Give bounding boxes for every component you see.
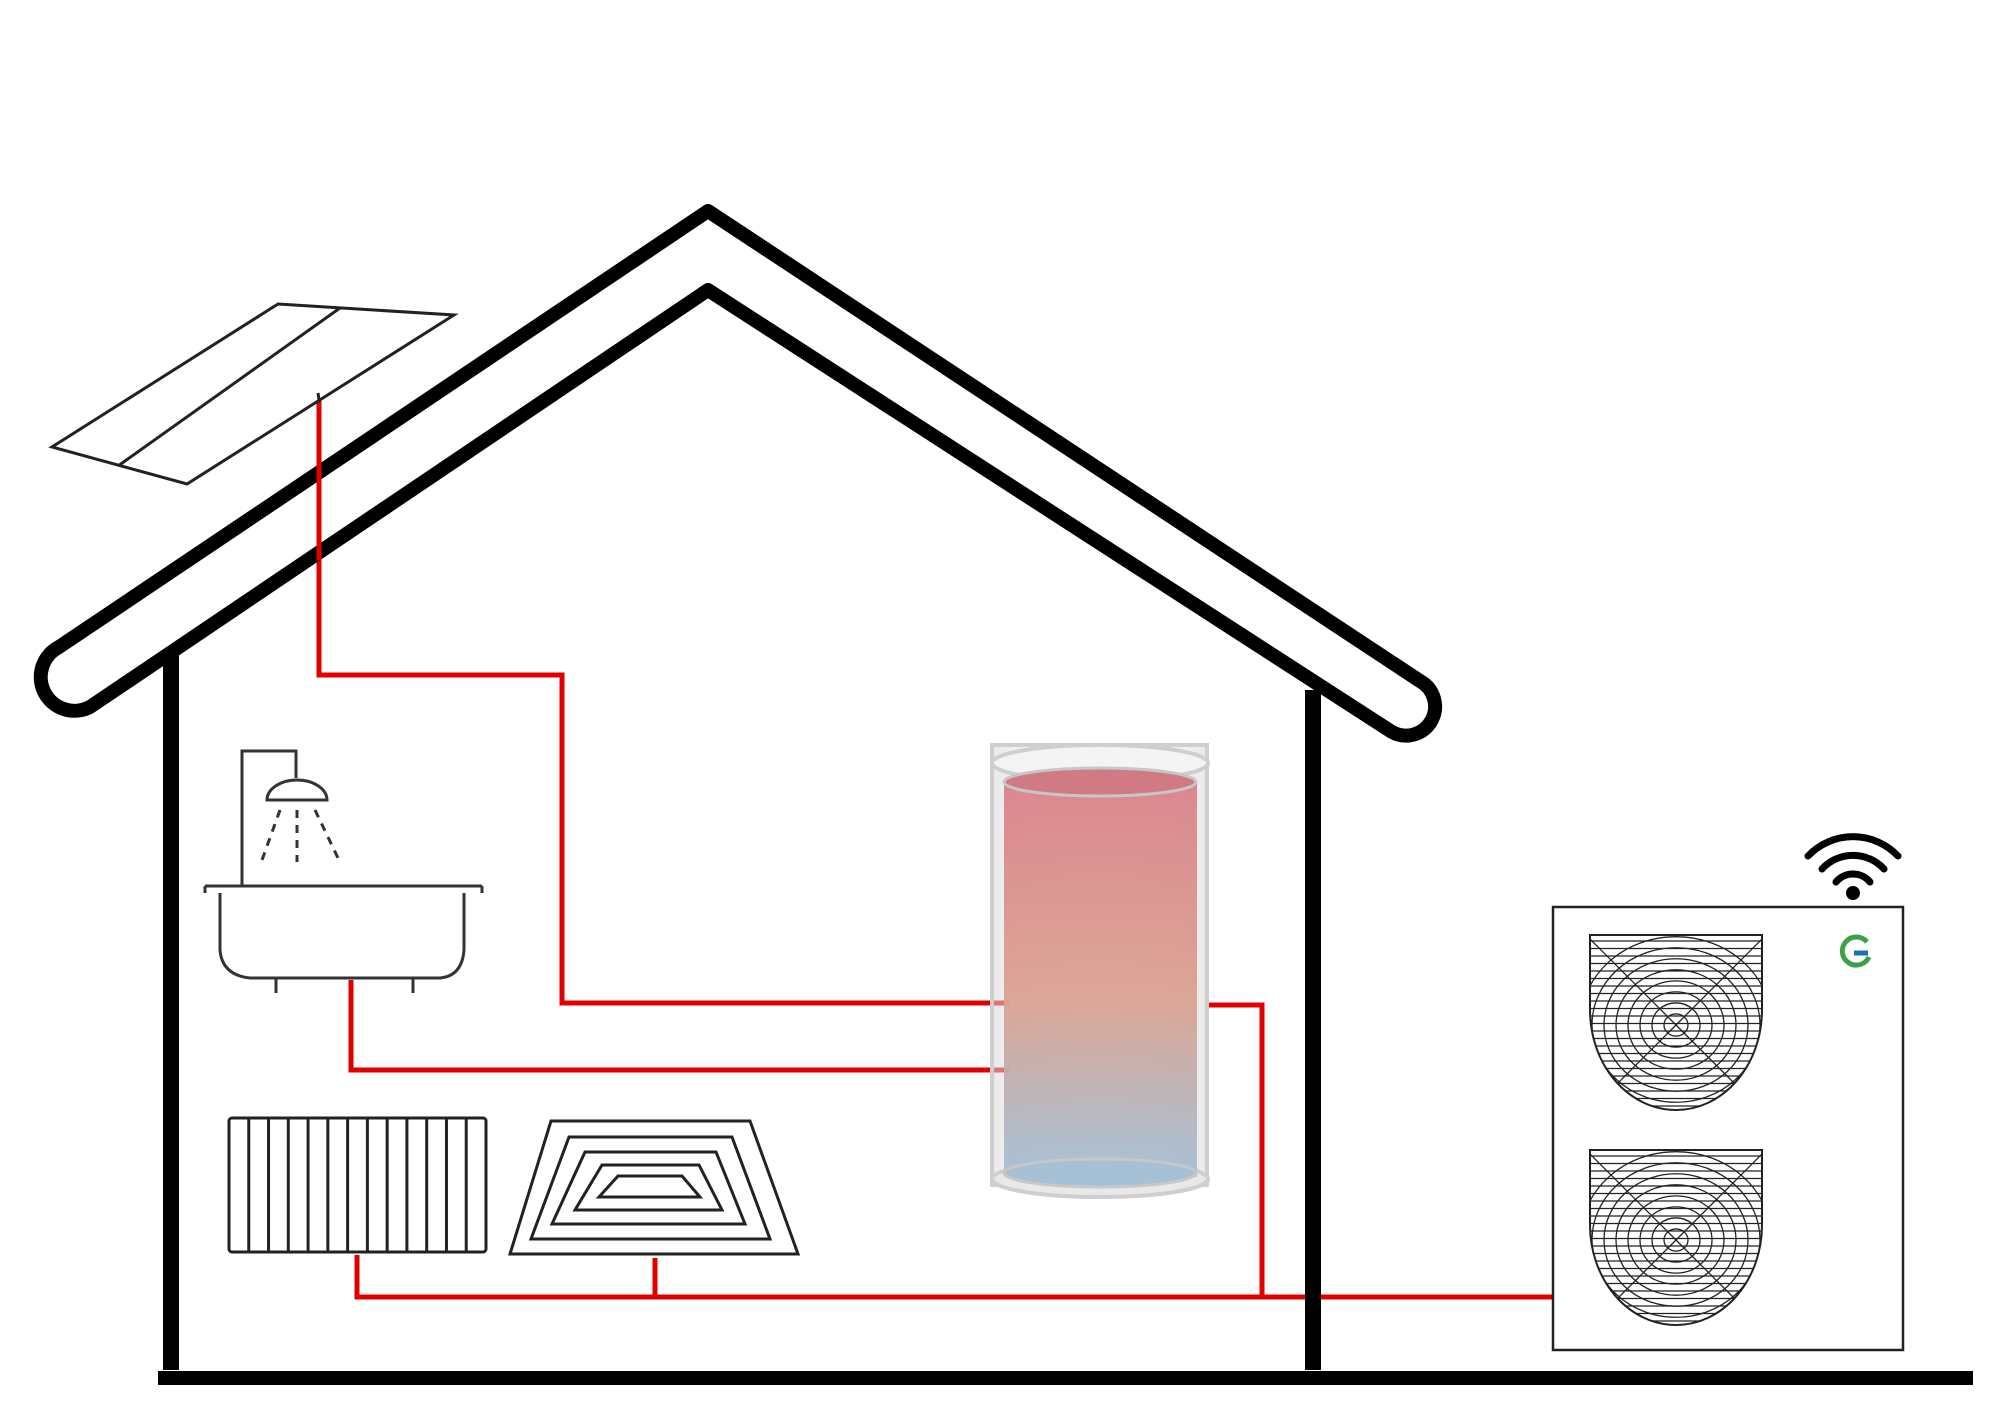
fan-ring — [1591, 947, 1761, 1103]
fan-ring — [1603, 1173, 1749, 1307]
pipe-network — [316, 400, 1553, 1300]
bathtub-shower-icon — [203, 749, 484, 993]
fan-top — [1589, 934, 1763, 1111]
fan-ring — [1663, 1013, 1689, 1037]
fan-spoke — [1675, 1024, 1762, 1110]
fan-guard-outline — [1589, 934, 1763, 1111]
fan-ring — [1615, 969, 1737, 1081]
fan-spoke — [1675, 935, 1762, 1026]
water-tank-icon — [990, 743, 1210, 1199]
fan-ring — [1639, 1206, 1713, 1274]
fan-ring — [1590, 1151, 1762, 1325]
outdoor-heat-pump-icon — [1551, 905, 1905, 1352]
fan-ring — [1651, 1217, 1701, 1263]
bath-return-pipe — [348, 980, 1010, 1073]
solar-supply-pipe — [316, 400, 1010, 1006]
fan-ring — [1627, 1195, 1725, 1285]
wifi-icon — [1804, 833, 1902, 900]
fan-spoke — [1590, 1239, 1677, 1325]
fan-ring — [1591, 1162, 1761, 1318]
fan-bottom — [1589, 1149, 1763, 1326]
fan-spoke — [1675, 1150, 1762, 1241]
radiator-icon — [227, 1116, 488, 1254]
fan-ring — [1590, 936, 1762, 1110]
fan-ring — [1627, 980, 1725, 1070]
leaf-logo-icon — [1839, 934, 1872, 968]
solar-collector — [48, 302, 459, 486]
fan-spoke — [1675, 1239, 1762, 1325]
fan-spoke — [1590, 935, 1677, 1026]
floor-heating-coil-icon — [507, 1119, 801, 1256]
fan-ring — [1615, 1184, 1737, 1296]
main-heating-pipe — [354, 1255, 1553, 1300]
fan-spoke — [1590, 1150, 1677, 1241]
fan-ring — [1663, 1228, 1689, 1252]
solar-panel-icon — [48, 302, 459, 486]
tank-water — [1004, 782, 1197, 1177]
fan-ring — [1639, 991, 1713, 1059]
fan-spoke — [1590, 1024, 1677, 1110]
fan-guard-outline — [1589, 1149, 1763, 1326]
fan-ring — [1603, 958, 1749, 1092]
tank-to-heatpump-pipe — [1207, 1002, 1265, 1297]
roof — [33, 204, 1443, 743]
fan-ring — [1651, 1002, 1701, 1048]
